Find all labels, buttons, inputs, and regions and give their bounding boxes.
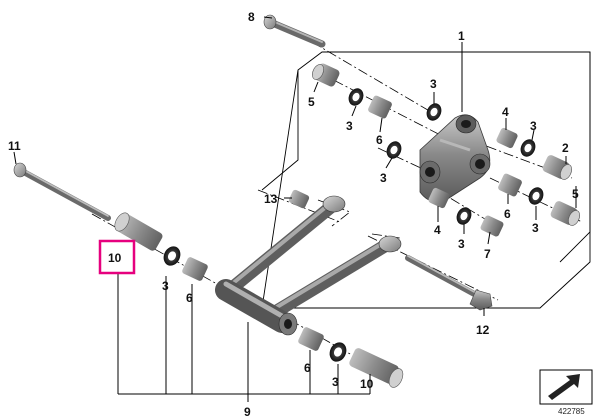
highlight-box-10: [98, 239, 136, 275]
assembly-frame-inner: [261, 70, 299, 191]
callout-10-highlighted: 10: [108, 251, 122, 265]
callout-3-bottom: 3: [332, 375, 339, 389]
axis-bolt-8: [311, 41, 439, 117]
callout-4-lower: 4: [434, 223, 441, 237]
bushing-2: [542, 155, 572, 180]
callout-6-bottom: 6: [304, 361, 311, 375]
rocker-lever: [419, 114, 491, 203]
callout-3-right-lower: 3: [532, 221, 539, 235]
callout-3-upper-b: 3: [346, 119, 353, 133]
washer-3-right-lower: [528, 187, 544, 205]
callout-4-upper: 4: [502, 105, 509, 119]
washer-3-right-upper: [520, 139, 536, 157]
callout-3-upper-a: 3: [430, 77, 437, 91]
washer-3-lower: [456, 207, 472, 225]
frame-link-upper: [317, 199, 351, 227]
link-arm-lower: [265, 235, 402, 321]
washer-3-upper-a: [348, 88, 364, 106]
bolt-12: [405, 255, 493, 311]
callout-5-right: 5: [572, 187, 579, 201]
direction-arrow-icon: [539, 369, 593, 405]
bracket-9: [117, 272, 371, 402]
callout-11: 11: [8, 139, 21, 153]
callout-6-right: 6: [504, 207, 511, 221]
callout-3-mid: 3: [380, 171, 387, 185]
washer-3-bottom: [329, 342, 347, 362]
washer-3-upper-b: [426, 103, 442, 121]
callout-3-right-upper: 3: [530, 119, 537, 133]
callout-6-left: 6: [186, 291, 193, 305]
sleeve-10: [114, 212, 163, 251]
bushing-4-lower: [428, 187, 450, 209]
assembly-frame-side: [559, 52, 591, 263]
bushing-6-left: [182, 257, 208, 281]
washer-3-left: [163, 246, 181, 266]
washer-3-mid: [386, 141, 402, 159]
callout-2: 2: [562, 141, 569, 155]
bushing-5-upper: [312, 63, 340, 87]
bushing-13: [288, 189, 310, 209]
link-cross-tube: [215, 279, 298, 336]
callout-10-bottom: 10: [360, 377, 374, 391]
callout-13: 13: [264, 192, 278, 206]
callout-1: 1: [458, 29, 465, 43]
callout-7: 7: [484, 247, 491, 261]
reference-number: 422785: [558, 407, 585, 416]
bushing-5-right: [550, 201, 580, 226]
callout-5-upper: 5: [308, 95, 315, 109]
bolt-11: [13, 162, 111, 221]
callout-12: 12: [476, 323, 490, 337]
link-arm-upper: [225, 195, 346, 295]
callout-3-lower: 3: [458, 237, 465, 251]
callout-3-left: 3: [162, 279, 169, 293]
callout-6-upper: 6: [376, 133, 383, 147]
callout-8: 8: [248, 10, 255, 24]
bushing-6-bottom: [298, 327, 324, 351]
callout-9: 9: [244, 405, 251, 419]
bushing-6-right: [498, 173, 522, 197]
bushing-4-upper: [496, 127, 518, 149]
sleeve-10-bottom: [349, 348, 404, 388]
bolt-8: [263, 14, 326, 48]
bushing-7: [480, 215, 504, 237]
bushing-6-upper: [368, 95, 392, 119]
leader-lines: [13, 16, 577, 316]
